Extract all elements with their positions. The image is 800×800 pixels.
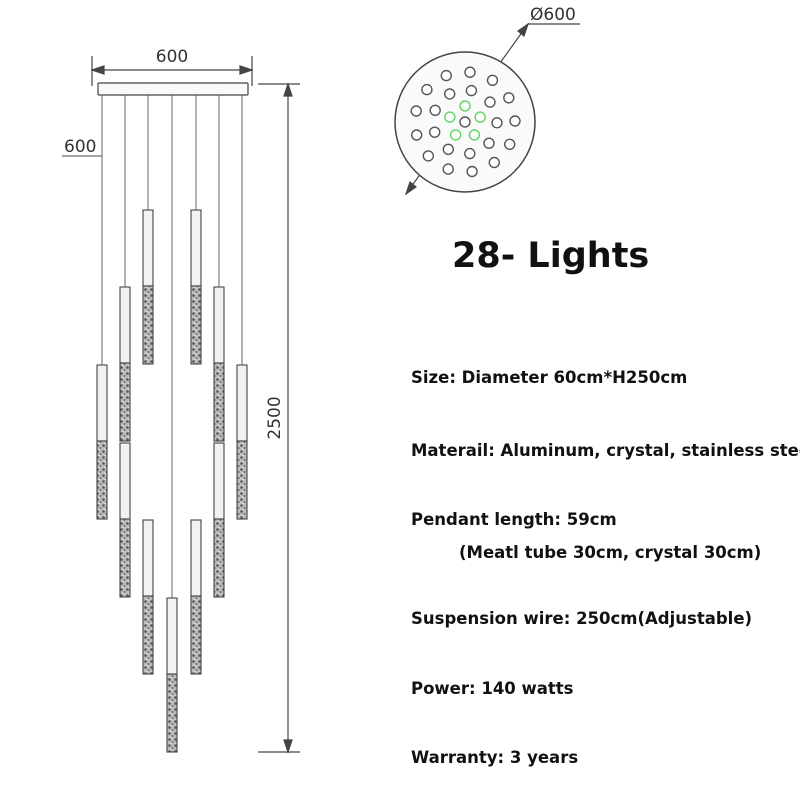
light-position-mark — [429, 104, 441, 117]
spec-material: Materail: Aluminum, crystal, stainless s… — [411, 441, 800, 460]
pendant-rod — [96, 364, 108, 520]
light-position-mark — [466, 165, 478, 178]
spec-pendant-detail: (Meatl tube 30cm, crystal 30cm) — [459, 543, 762, 562]
spec-suspension: Suspension wire: 250cm(Adjustable) — [411, 609, 753, 628]
spec-size: Size: Diameter 60cm*H250cm — [411, 368, 688, 387]
pendant-rods — [96, 209, 248, 753]
pendant-rod — [213, 286, 225, 442]
light-position-mark — [474, 111, 486, 123]
suspension-wires — [101, 95, 243, 598]
height-label: 2500 — [265, 396, 285, 439]
diameter-label: Ø600 — [530, 5, 576, 25]
top-width-label: 600 — [156, 47, 188, 67]
light-position-mark — [442, 163, 454, 175]
ceiling-canopy — [97, 82, 249, 96]
spec-warranty: Warranty: 3 years — [411, 748, 579, 767]
light-position-mark — [421, 83, 433, 96]
pendant-rod — [190, 209, 202, 365]
light-position-mark — [464, 147, 476, 160]
pendant-rod — [236, 364, 248, 520]
spec-power: Power: 140 watts — [411, 679, 574, 698]
spec-pendant-length: Pendant length: 59cm — [411, 510, 617, 529]
light-position-mark — [486, 74, 499, 87]
light-position-mark — [509, 115, 521, 127]
top-view-lights — [410, 66, 521, 178]
light-position-mark — [411, 129, 423, 141]
side-width-label: 600 — [64, 137, 96, 157]
light-position-mark — [429, 126, 441, 138]
pendant-rod — [119, 442, 131, 598]
light-position-mark — [488, 156, 500, 169]
light-position-mark — [440, 69, 452, 82]
light-position-mark — [468, 129, 481, 141]
light-position-mark — [504, 138, 516, 151]
height-dimension — [258, 82, 300, 754]
light-position-mark — [422, 150, 434, 162]
light-position-mark — [464, 66, 476, 78]
top-width-dimension — [90, 56, 254, 86]
light-position-mark — [459, 116, 471, 128]
lights-count-title: 28- Lights — [452, 236, 650, 276]
light-position-mark — [442, 143, 454, 156]
light-position-mark — [503, 92, 515, 104]
pendant-rod — [190, 519, 202, 675]
light-position-mark — [444, 111, 456, 123]
pendant-rod — [213, 442, 225, 598]
light-position-mark — [483, 137, 495, 149]
light-position-mark — [465, 84, 478, 97]
pendant-rod — [142, 209, 154, 365]
pendant-rod — [142, 519, 154, 675]
light-position-mark — [484, 96, 496, 108]
pendant-rod — [166, 597, 178, 753]
light-position-mark — [449, 129, 462, 141]
light-position-mark — [491, 117, 503, 129]
light-position-mark — [459, 100, 471, 112]
light-position-mark — [410, 105, 422, 117]
light-position-mark — [444, 88, 456, 100]
pendant-rod — [119, 286, 131, 442]
